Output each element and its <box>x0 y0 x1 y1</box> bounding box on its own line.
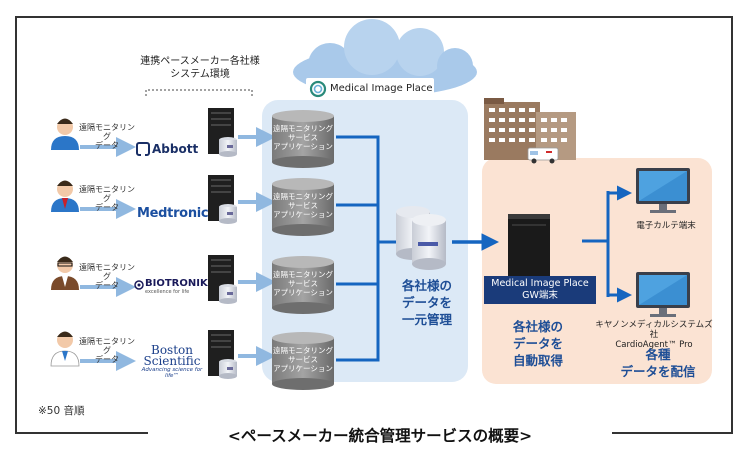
gw-terminal-label: Medical Image Place GW端末 <box>484 276 596 304</box>
ambulance-icon <box>527 147 559 164</box>
remote-data-label: 遠隔モニタリング データ <box>79 337 135 364</box>
app-cylinder <box>272 256 334 314</box>
app-label: 遠隔モニタリング サービス アプリケーション <box>273 192 333 219</box>
row-1 <box>51 108 380 238</box>
app-label: 遠隔モニタリング サービス アプリケーション <box>273 270 333 297</box>
central-database-icon <box>396 206 446 270</box>
footnote: ※50 音順 <box>38 405 85 417</box>
scientific-line: Scientific <box>143 354 201 368</box>
app-label: 遠隔モニタリング サービス アプリケーション <box>273 346 333 373</box>
server-icon <box>208 330 237 379</box>
remote-data-label: 遠隔モニタリング データ <box>79 123 135 150</box>
app-cylinder <box>272 332 334 390</box>
server-icon <box>208 175 237 224</box>
ehr-monitor-icon <box>636 168 690 213</box>
person-icon <box>51 256 79 290</box>
mip-logo-box <box>306 78 434 100</box>
app-label: 遠隔モニタリング サービス アプリケーション <box>273 124 333 151</box>
biotronik-logo: BIOTRONIK excellence for life <box>145 278 208 295</box>
remote-data-label: 遠隔モニタリング データ <box>79 185 135 212</box>
boston-line: Boston <box>151 343 193 357</box>
biotronik-logo-icon <box>134 280 144 290</box>
hospital-building-icon <box>484 98 576 160</box>
person-icon <box>51 118 79 150</box>
person-icon <box>51 180 79 212</box>
app-cylinder <box>272 178 334 236</box>
abbott-logo-icon <box>136 142 150 157</box>
row-3 <box>51 255 378 314</box>
row-2 <box>51 175 378 236</box>
cloud-label: Medical Image Place <box>330 83 433 94</box>
server-icon <box>208 108 237 157</box>
partner-environment-header: 連携ペースメーカー各社様 システム環境 <box>140 56 260 80</box>
medtronic-logo: Medtronic <box>137 206 209 221</box>
abbott-logo: Abbott <box>152 142 199 156</box>
biotronik-tagline: excellence for life <box>145 289 190 295</box>
remote-data-label: 遠隔モニタリング データ <box>79 263 135 290</box>
cardioagent-label: キヤノンメディカルシステムズ社 CardioAgent™ Pro <box>595 320 713 350</box>
ehr-terminal-label: 電子カルテ端末 <box>636 221 696 231</box>
bracket <box>145 89 253 96</box>
diagram-title: <ペースメーカー統合管理サービスの概要> <box>148 424 612 446</box>
biotronik-name: BIOTRONIK <box>145 278 208 289</box>
boston-scientific-logo: Boston Scientific Advancing science for … <box>140 343 204 379</box>
gw-terminal-icon <box>508 214 550 276</box>
mip-logo-icon <box>309 80 327 98</box>
auto-acquisition-text: 各社様の データを 自動取得 <box>512 319 563 368</box>
row-4 <box>50 238 380 390</box>
cardioagent-monitor-icon <box>636 272 690 317</box>
boston-tagline: Advancing science for life™ <box>141 367 203 379</box>
deliver-data-text: 各種 データを配信 <box>620 347 696 379</box>
app-cylinder <box>272 110 334 168</box>
server-icon <box>208 255 237 304</box>
person-icon <box>50 331 80 367</box>
centralized-management-text: 各社様の データを 一元管理 <box>401 278 452 327</box>
